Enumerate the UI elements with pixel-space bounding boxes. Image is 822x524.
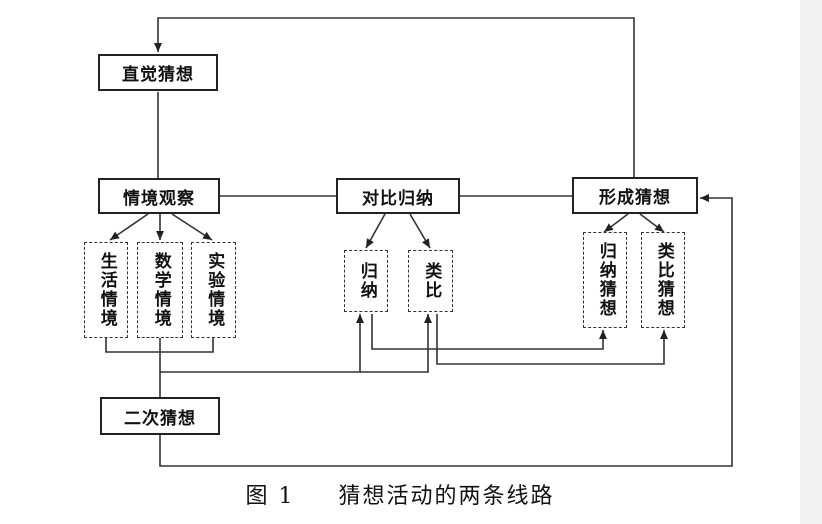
node-compare-induce: 对比归纳 bbox=[336, 178, 460, 214]
node-situation-observation: 情境观察 bbox=[98, 178, 220, 214]
node-second-guess: 二次猜想 bbox=[100, 397, 220, 435]
node-life-situation: 生活情境 bbox=[84, 242, 128, 338]
line-up-to-induction bbox=[160, 314, 364, 373]
node-induction: 归纳 bbox=[344, 250, 388, 312]
node-analogy: 类比 bbox=[408, 250, 453, 312]
node-intuitive-guess: 直觉猜想 bbox=[98, 54, 218, 91]
arrow-to-induction bbox=[365, 213, 386, 249]
node-math-situation: 数学情境 bbox=[137, 242, 183, 338]
arrow-to-induction-guess bbox=[603, 213, 629, 233]
line-up-to-analogy bbox=[360, 314, 432, 373]
figure-caption: 图 1 猜想活动的两条线路 bbox=[0, 478, 800, 510]
node-induction-guess: 归纳猜想 bbox=[583, 232, 627, 328]
arrow-to-experiment bbox=[171, 213, 213, 241]
node-form-guess: 形成猜想 bbox=[572, 177, 698, 214]
loop-line-top bbox=[154, 17, 635, 178]
node-analogy-guess: 类比猜想 bbox=[641, 232, 685, 328]
page-edge-strip bbox=[800, 0, 822, 524]
caption-title: 猜想活动的两条线路 bbox=[338, 484, 555, 509]
node-experiment-situation: 实验情境 bbox=[191, 242, 236, 338]
loop-line-bottom bbox=[159, 194, 733, 467]
arrow-to-analogy-guess bbox=[639, 213, 665, 233]
line-induction-to-guess bbox=[371, 314, 607, 350]
caption-number: 图 1 bbox=[245, 484, 295, 509]
arrow-to-life bbox=[109, 213, 149, 241]
arrow-to-analogy bbox=[409, 213, 431, 249]
line-analogy-to-guess bbox=[436, 314, 668, 365]
